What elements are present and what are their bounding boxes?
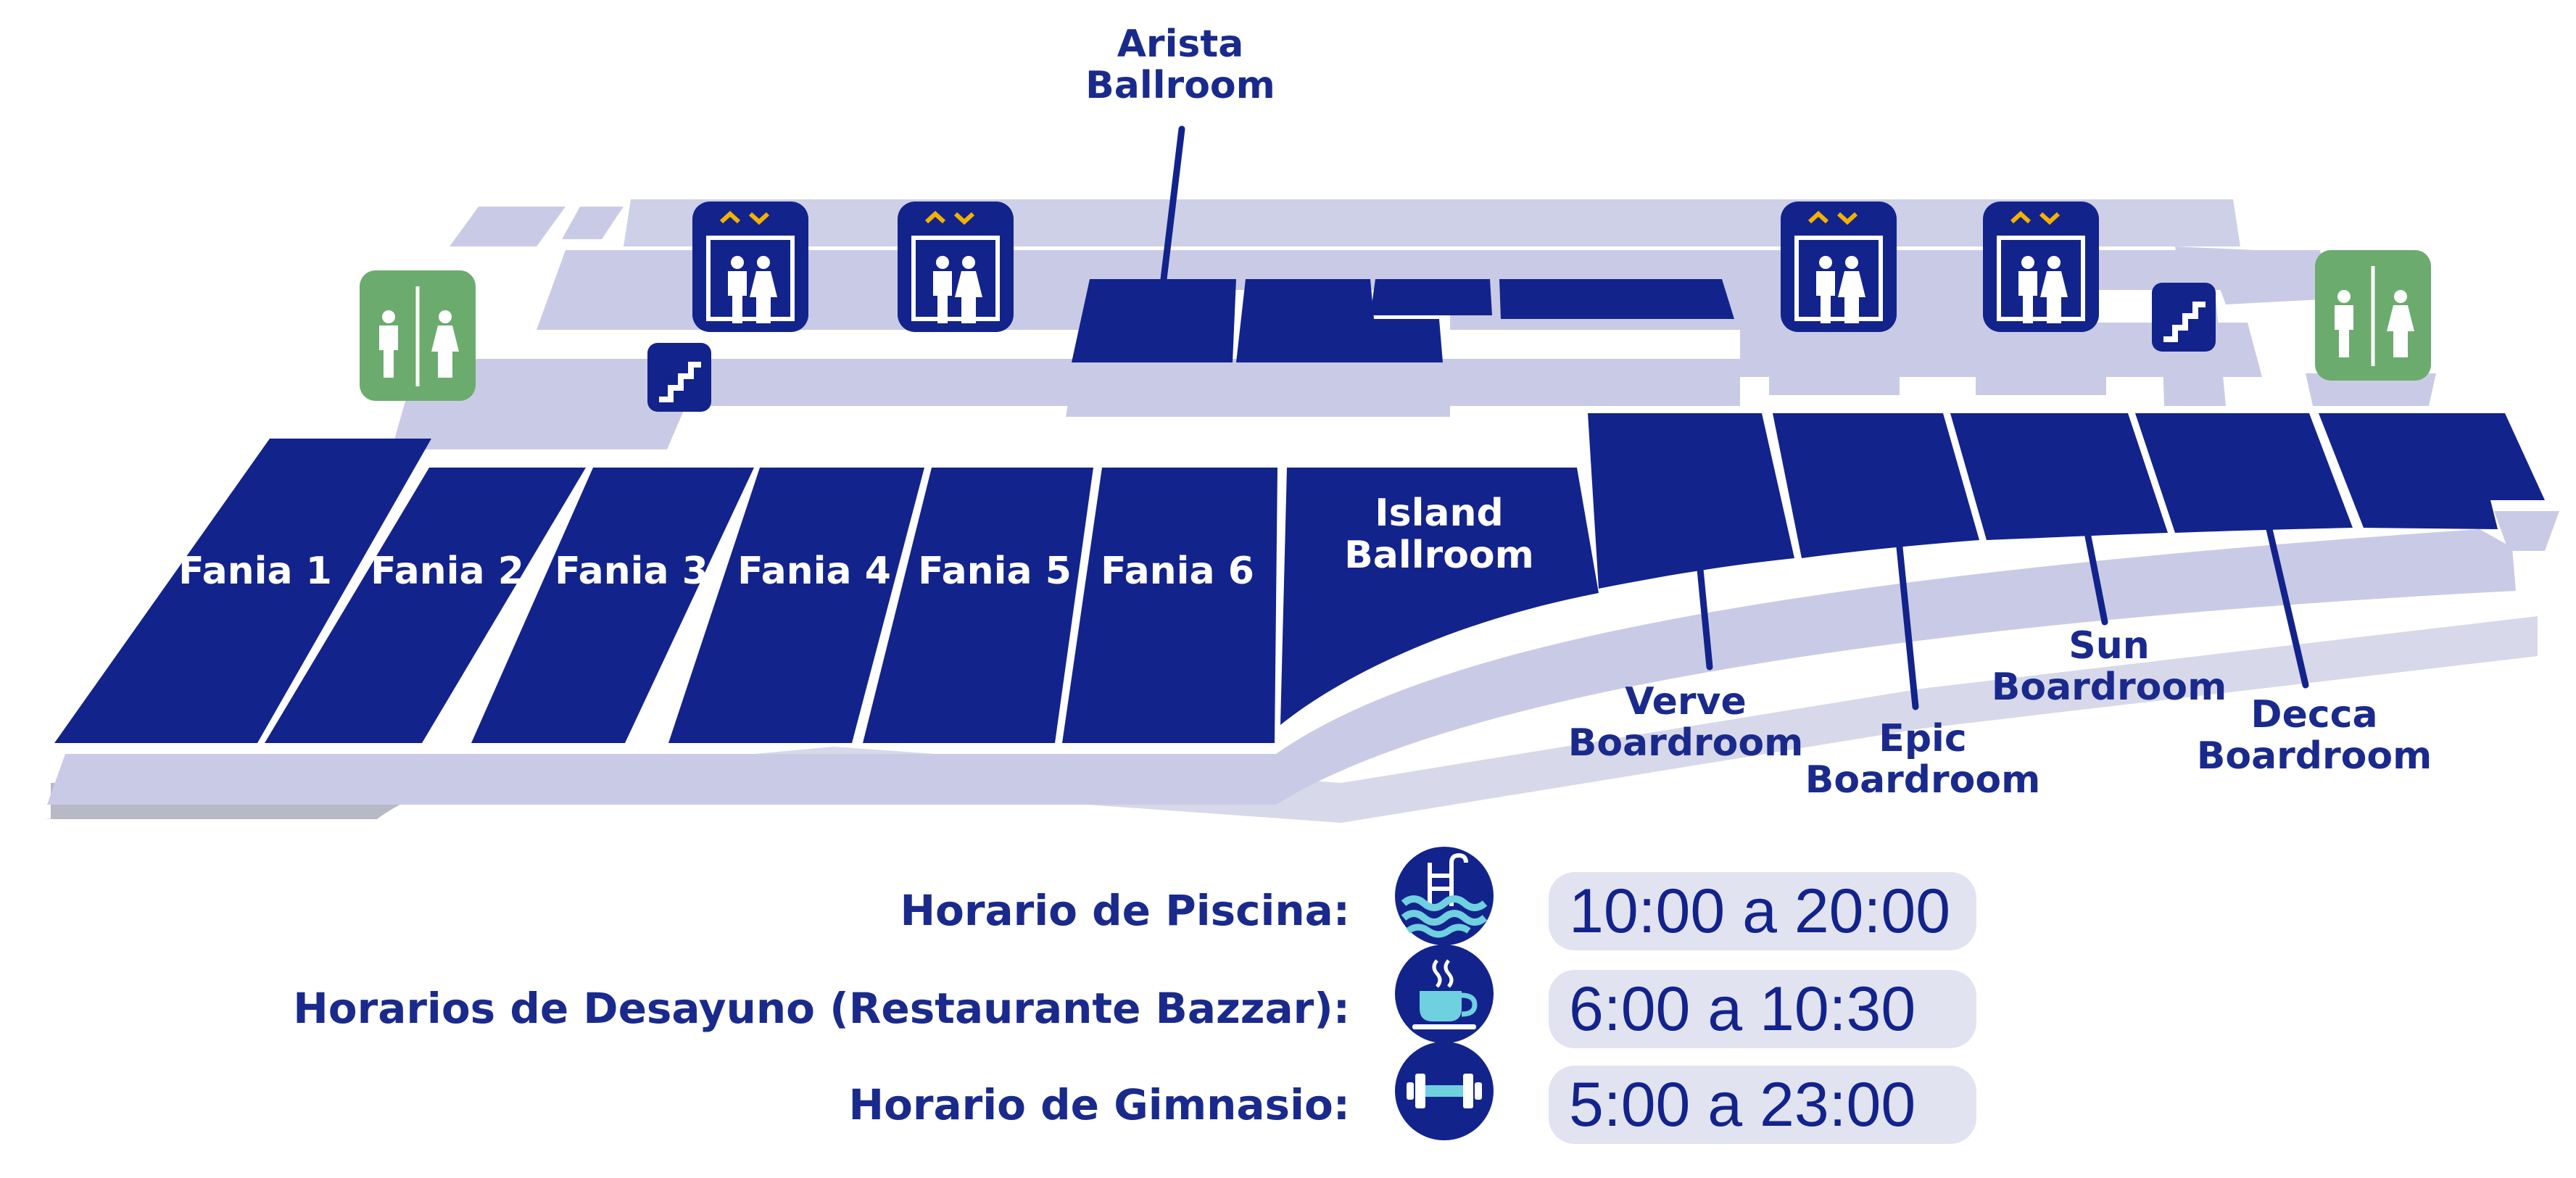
gym-hours-value: 5:00 a 23:00 — [1549, 1066, 1976, 1144]
label-fania-4: Fania 4 — [737, 549, 891, 593]
pool-hours-label: Horario de Piscina: — [900, 886, 1351, 935]
label-sun-line1: Sun — [2068, 624, 2150, 668]
room-fania-3[interactable] — [471, 468, 754, 743]
room-arista-east[interactable] — [1499, 279, 1734, 319]
breakfast-hours-label: Horarios de Desayuno (Restaurante Bazzar… — [293, 984, 1350, 1033]
room-decca-boardroom[interactable] — [2135, 413, 2353, 533]
label-arista-line2: Ballroom — [1085, 64, 1275, 107]
callout-lines — [1160, 125, 2309, 710]
restroom-icon — [2315, 250, 2431, 381]
label-island-line2: Ballroom — [1344, 534, 1534, 577]
room-labels: Fania 1 Fania 2 Fania 3 Fania 4 Fania 5 … — [178, 491, 1534, 593]
gym-hours-label: Horario de Gimnasio: — [848, 1080, 1351, 1129]
elevator-icon — [898, 202, 1014, 332]
room-arista-west[interactable] — [1236, 279, 1443, 362]
stairs-icon — [647, 343, 711, 412]
room-sun-boardroom[interactable] — [1950, 413, 2168, 540]
label-arista-line1: Arista — [1117, 22, 1244, 66]
label-fania-5: Fania 5 — [918, 549, 1072, 593]
room-fania-2[interactable] — [265, 468, 586, 743]
callout-line-arista — [1160, 125, 1185, 283]
room-fania-6[interactable] — [1062, 468, 1277, 743]
label-verve-line1: Verve — [1625, 680, 1746, 723]
label-epic-line1: Epic — [1879, 717, 1966, 760]
label-fania-3: Fania 3 — [555, 549, 708, 593]
pool-hours-value: 10:00 a 20:00 — [1549, 872, 1976, 950]
schedule-row-breakfast: Horarios de Desayuno (Restaurante Bazzar… — [0, 968, 1350, 1048]
label-fania-1: Fania 1 — [178, 549, 332, 593]
callout-line-verve — [1697, 565, 1713, 671]
label-island-line1: Island — [1375, 491, 1503, 535]
label-fania-6: Fania 6 — [1101, 549, 1254, 593]
room-arista-center[interactable] — [1370, 279, 1492, 315]
label-sun-line2: Boardroom — [1992, 665, 2227, 709]
label-decca-line2: Boardroom — [2197, 734, 2432, 778]
room-east-end[interactable] — [2319, 413, 2545, 529]
dumbbell-icon — [1395, 1042, 1494, 1140]
callout-line-epic — [1896, 544, 1919, 710]
room-verve-boardroom[interactable] — [1588, 413, 1794, 589]
schedule-row-pool: Horario de Piscina: — [0, 870, 1351, 950]
elevator-icon — [1983, 202, 2099, 332]
label-decca-line1: Decca — [2250, 693, 2377, 737]
label-fania-2: Fania 2 — [370, 549, 524, 593]
room-fania-1[interactable] — [54, 439, 431, 743]
room-island-ballroom[interactable] — [1280, 468, 1599, 725]
room-arista-ballroom[interactable] — [1072, 279, 1236, 362]
elevator-icon — [692, 202, 808, 332]
label-epic-line2: Boardroom — [1805, 758, 2041, 802]
stairs-icon — [2152, 283, 2216, 352]
label-verve-line2: Boardroom — [1568, 721, 1804, 765]
rooms — [54, 279, 2545, 743]
callout-line-decca — [2266, 526, 2309, 689]
coffee-cup-icon — [1395, 945, 1494, 1043]
elevator-icon — [1781, 202, 1897, 332]
room-epic-boardroom[interactable] — [1773, 413, 1979, 558]
restroom-icon — [360, 270, 476, 401]
callout-line-sun — [2084, 533, 2108, 626]
callout-labels: Arista Ballroom Verve Boardroom Epic Boa… — [1085, 22, 2432, 802]
breakfast-hours-value: 6:00 a 10:30 — [1549, 970, 1976, 1048]
room-fania-4[interactable] — [668, 468, 924, 743]
room-fania-5[interactable] — [863, 468, 1093, 743]
pool-icon — [1395, 847, 1494, 945]
schedule-row-gym: Horario de Gimnasio: — [0, 1064, 1351, 1144]
